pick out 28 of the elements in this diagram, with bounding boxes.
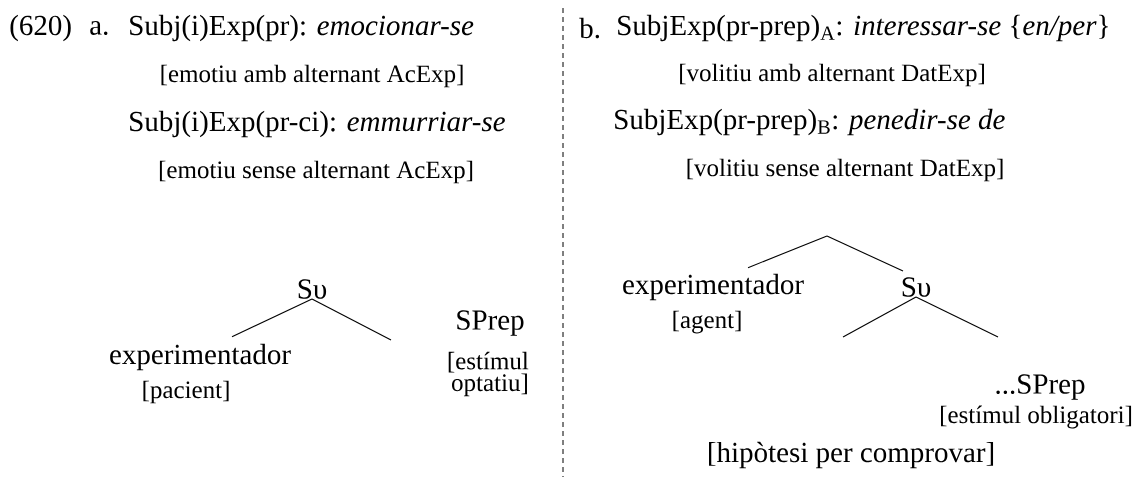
role-label: [agent] <box>673 310 741 334</box>
heading: SubjExp(pr-prep)$_{A}$: interessar-se {en/per} <box>618 14 1108 42</box>
role-label: [estímul obligatori] <box>941 405 1132 429</box>
phrase-label: ...SPrep <box>996 374 1085 400</box>
heading: SubjExp(pr-prep)$_{B}$: penedir-se de <box>615 108 1005 136</box>
note: [volitiu amb alternant DatExp] <box>680 63 984 87</box>
item-letter: a. <box>90 21 108 35</box>
tree-branch <box>915 296 999 338</box>
heading: Subj(i)Exp(pr-ci): emmurriar-se <box>130 110 505 138</box>
tree-branch <box>842 296 917 338</box>
tree-branch <box>747 235 828 269</box>
tree-branch <box>231 298 313 338</box>
tree-branch <box>311 298 392 341</box>
tree-label: experimentador <box>110 343 291 371</box>
role-label: [estímul optatiu] <box>448 351 529 397</box>
heading: Subj(i)Exp(pr): emocionar-se <box>130 14 474 42</box>
tree-label: Sυ <box>298 279 327 299</box>
item-letter: b. <box>579 17 600 39</box>
tree-branch <box>826 235 904 272</box>
example-number: (620) <box>10 14 71 42</box>
role-label: [pacient] <box>143 380 229 404</box>
phrase-label: SPrep <box>457 310 524 336</box>
note: [volitiu sense alternant DatExp] <box>687 158 1003 182</box>
tree-label: Sυ <box>902 277 931 297</box>
note: [hipòtesi per comprovar] <box>709 441 994 469</box>
note: [emotiu sense alternant AcExp] <box>159 160 473 184</box>
note: [emotiu amb alternant AcExp] <box>161 64 463 88</box>
tree-label: experimentador <box>623 273 804 301</box>
